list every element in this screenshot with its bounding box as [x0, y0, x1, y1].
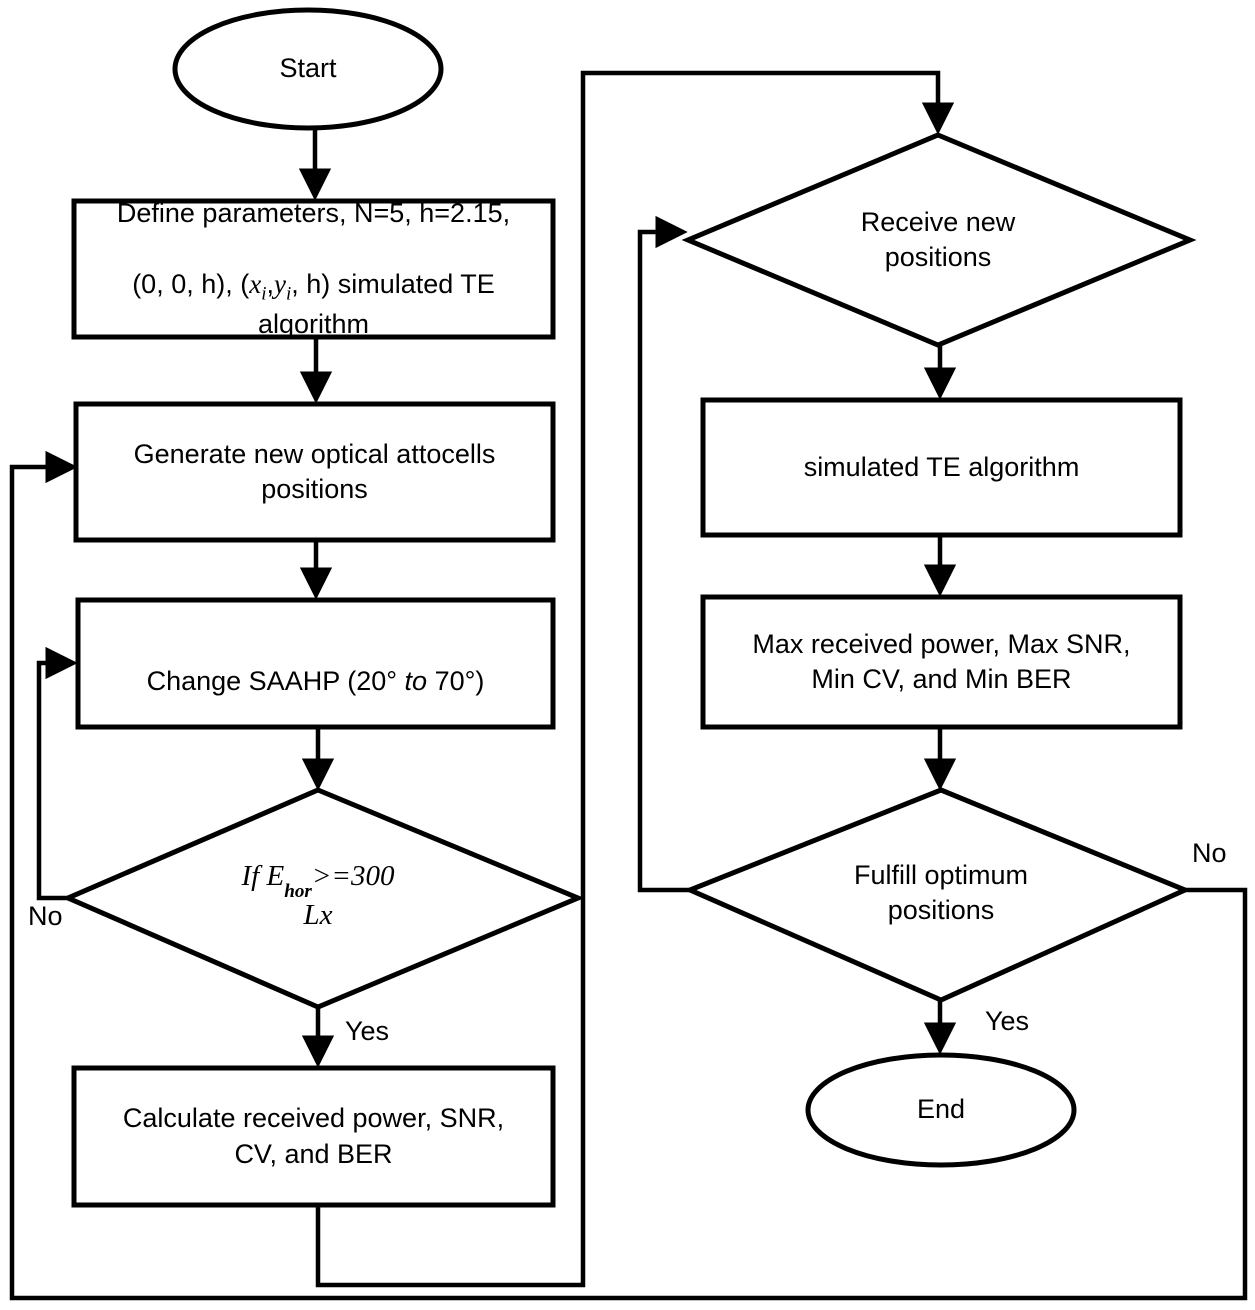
edge-ifehor-no-to-saahp — [36, 646, 78, 901]
node-max-metrics-shape — [700, 594, 1183, 730]
node-end-shape — [805, 1052, 1077, 1168]
edge-fulfill-no-to-generate — [9, 450, 1248, 1301]
edge-label-if-ehor-no: No — [28, 901, 63, 931]
node-calculate-metrics-shape — [71, 1065, 556, 1208]
node-receive-positions-shape — [681, 132, 1197, 348]
edge-fulfill-to-receive — [637, 215, 690, 893]
node-fulfill-optimum-shape — [683, 787, 1192, 1003]
node-simulated-te-shape — [700, 397, 1183, 538]
edge-label-if-ehor-yes: Yes — [345, 1016, 390, 1046]
edge-calculate-to-receive — [315, 70, 955, 1288]
if-ehor-line-1: If Ehor>=300 — [241, 859, 395, 902]
node-start-shape — [172, 7, 444, 131]
edge-label-fulfill-yes: Yes — [985, 1006, 1030, 1036]
if-ehor-line-2: Lx — [303, 898, 333, 931]
edge-label-fulfill-no: No — [1192, 838, 1227, 868]
node-generate-positions-shape — [73, 401, 556, 543]
node-change-saahp-shape — [75, 597, 556, 730]
if-ehor-prefix: If E — [241, 859, 285, 892]
node-define-parameters-shape — [71, 198, 556, 340]
if-ehor-subscript: hor — [284, 880, 312, 902]
node-if-ehor-label: If Ehor>=300 Lx — [148, 840, 488, 952]
if-ehor-condition: >=300 — [311, 859, 395, 892]
